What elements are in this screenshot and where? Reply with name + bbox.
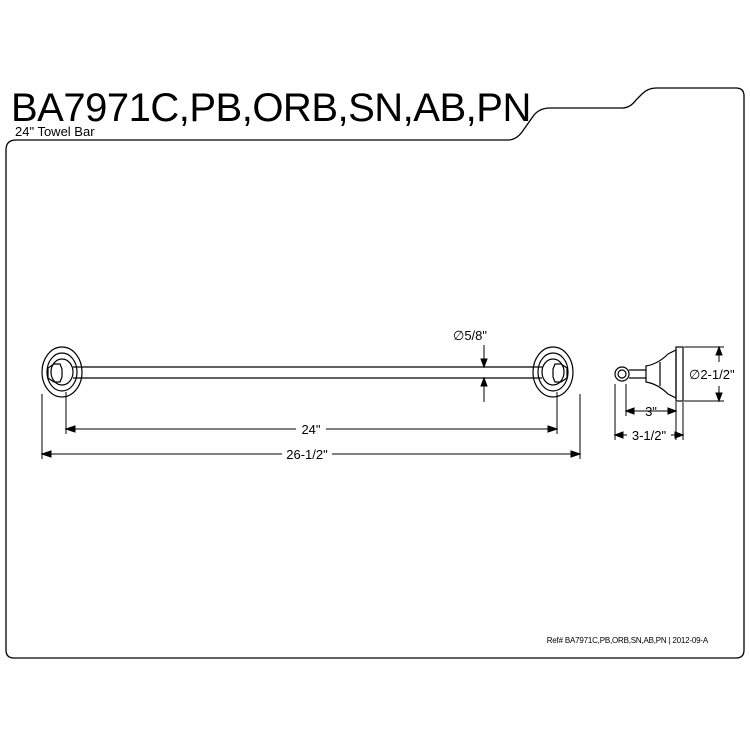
projection-label: 3" [645,404,657,419]
frame-outline [5,87,745,659]
overall-projection-label: 3-1/2" [632,428,667,443]
bar-length-dimension [64,392,559,434]
model-title: BA7971C,PB,ORB,SN,AB,PN [11,86,531,130]
overall-length-dimension [40,394,582,459]
bracket-side-view [614,346,684,402]
towel-bar-front-view [41,346,574,398]
product-subtitle: 24" Towel Bar [15,124,95,139]
bar-diameter-label: ∅5/8" [453,328,487,343]
bar-length-label: 24" [301,422,320,437]
projection-dimension [624,384,678,440]
overall-projection-dimension [613,384,685,440]
bar-diameter-dimension [480,345,488,402]
flange-diameter-label: ∅2-1/2" [689,367,735,382]
reference-footer: Ref# BA7971C,PB,ORB,SN,AB,PN | 2012-09-A [546,636,708,645]
flange-diameter-dimension [684,345,724,403]
overall-length-label: 26-1/2" [286,447,328,462]
